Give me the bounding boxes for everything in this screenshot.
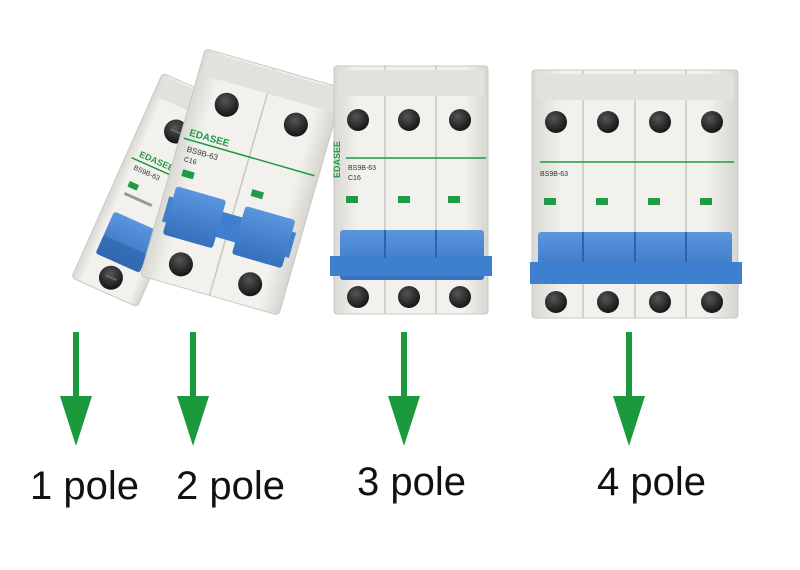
caption-2-pole: 2 pole [176, 464, 285, 508]
arrow-down-icon [60, 332, 92, 446]
arrow-down-icon [388, 332, 420, 446]
screw-icon [238, 272, 263, 297]
breaker-3-pole: EDASEE BS9B-63 C16 [330, 65, 492, 315]
screw-icon [449, 109, 471, 131]
breaker-4-pole: BS9B-63 [530, 69, 742, 319]
screw-icon [545, 291, 567, 313]
screw-icon [701, 291, 723, 313]
screw-icon [347, 109, 369, 131]
screw-icon [597, 111, 619, 133]
screw-icon [214, 92, 239, 117]
rating-label: C16 [183, 156, 197, 166]
arrow-down-icon [177, 332, 209, 446]
screw-icon [649, 291, 671, 313]
screw-icon [398, 109, 420, 131]
screw-icon [283, 112, 308, 137]
caption-4-pole: 4 pole [597, 460, 706, 504]
arrow-down-icon [613, 332, 645, 446]
screw-icon [449, 286, 471, 308]
caption-1-pole: 1 pole [30, 464, 139, 508]
screw-icon [701, 111, 723, 133]
brand-logo: EDASEE [332, 141, 342, 178]
screw-icon [168, 252, 193, 277]
screw-icon [649, 111, 671, 133]
screw-icon [597, 291, 619, 313]
model-label: BS9B-63 [540, 171, 568, 178]
rating-label: C16 [348, 175, 361, 182]
breaker-2-pole: EDASEE BS9B-63 C16 [140, 49, 344, 315]
screw-icon [545, 111, 567, 133]
model-label: BS9B-63 [348, 165, 376, 172]
screw-icon [347, 286, 369, 308]
caption-3-pole: 3 pole [357, 460, 466, 504]
screw-icon [398, 286, 420, 308]
